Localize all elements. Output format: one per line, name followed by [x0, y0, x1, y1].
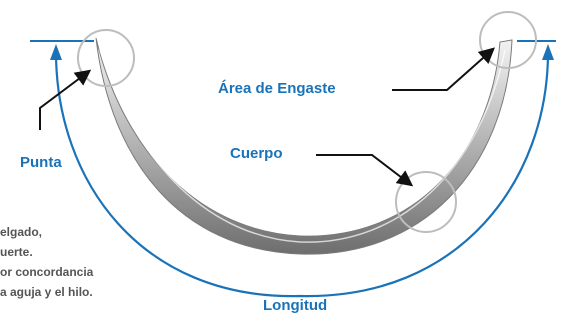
swage-area-label: Área de Engaste [218, 80, 336, 97]
description-text: elgado, uerte. or concordancia a aguja y… [0, 222, 93, 302]
needle-highlight [99, 49, 506, 243]
swage-callout-circle [479, 11, 537, 69]
body-pointer [316, 154, 414, 187]
tip-pointer [39, 69, 92, 130]
length-arrow-left [50, 44, 62, 60]
length-arc [54, 51, 550, 298]
tip-callout-circle [77, 29, 135, 87]
description-line: elgado, [0, 225, 43, 239]
body-callout-circle [395, 171, 457, 233]
description-line: a aguja y el hilo. [0, 285, 93, 299]
description-line: or concordancia [0, 265, 94, 279]
length-arrow-right [542, 44, 554, 60]
length-label: Longitud [263, 297, 328, 314]
description-line: uerte. [0, 245, 33, 259]
needle-body [95, 37, 513, 255]
body-label: Cuerpo [230, 145, 283, 162]
swage-pointer [392, 47, 495, 91]
tip-label: Punta [20, 154, 62, 171]
